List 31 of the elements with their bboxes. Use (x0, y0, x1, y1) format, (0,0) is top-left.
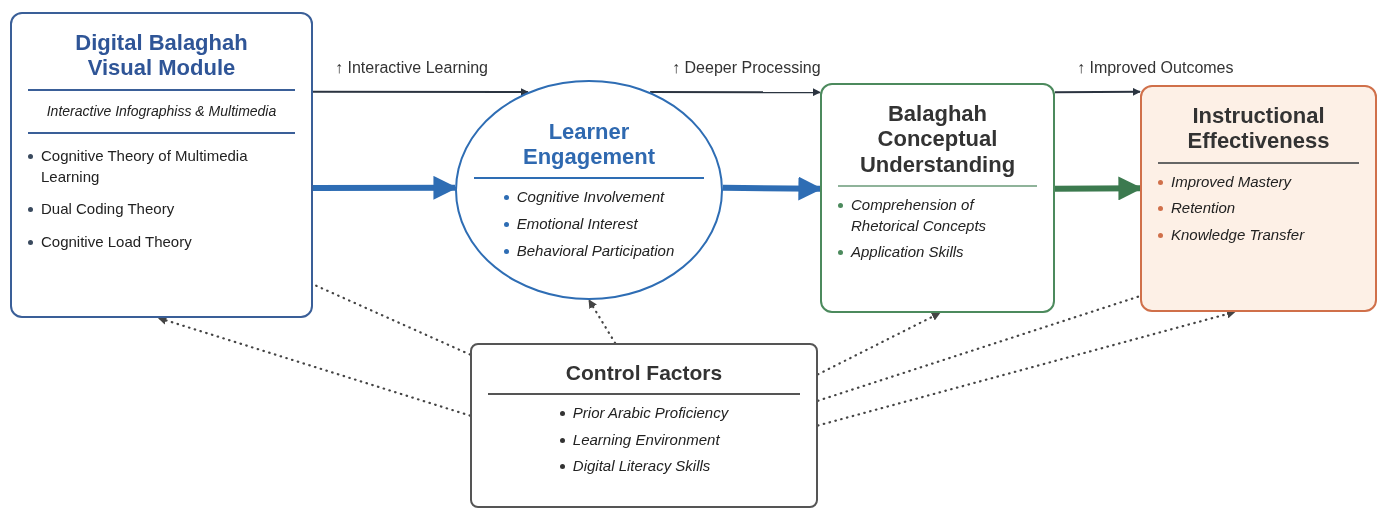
arrow (312, 88, 529, 97)
list-item: Application Skills (851, 242, 964, 263)
concept-card (820, 83, 1055, 313)
arrow (649, 88, 821, 97)
list-item: Knowledge Transfer (1171, 224, 1305, 245)
dotted-arrow (816, 311, 941, 376)
module-card (10, 12, 313, 318)
list-item: Cognitive Load Theory (41, 231, 192, 252)
list-item: Digital Literacy Skills (572, 456, 711, 477)
factors-card (470, 343, 818, 508)
list-item: Prior Arabic Proficiency (572, 403, 729, 424)
card-title: Balaghah Conceptual Understanding (858, 101, 1017, 177)
list-item: Cognitive Theory of Multimedia Learning (41, 146, 249, 187)
card-title: Learner Engagement (522, 118, 656, 170)
list-item: Comprehension of Rhetorical Concepts (851, 194, 988, 236)
dotted-arrow (816, 309, 1236, 427)
list-item: Cognitive Involvement (516, 187, 665, 208)
arrow (1054, 87, 1141, 96)
list-item: Dual Coding Theory (41, 199, 175, 220)
outcome-card (1140, 85, 1377, 312)
card-title: Control Factors (564, 361, 724, 386)
card-subtitle: Interactive Infographiss & Multimedia (45, 101, 278, 121)
list-item: Improved Mastery (1171, 171, 1292, 192)
list-item: Behavioral Participation (516, 240, 675, 261)
card-title: Digital Balaghah Visual Module (74, 30, 249, 81)
list-item: Learning Environment (572, 429, 720, 450)
card-title: Instructional Effectiveness (1186, 103, 1331, 154)
dotted-arrow (157, 316, 472, 417)
list-item: Retention (1171, 198, 1236, 219)
dotted-arrow (587, 298, 617, 345)
list-item: Emotional Interest (516, 214, 638, 234)
